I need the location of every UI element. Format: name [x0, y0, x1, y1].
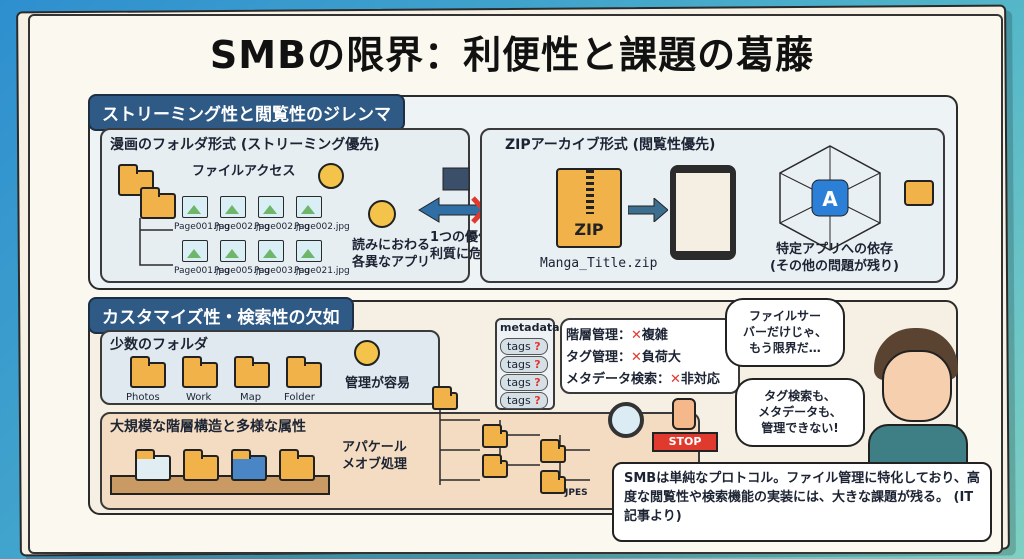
- page-image-icon: [258, 196, 284, 218]
- metadata-title: metadata: [500, 321, 560, 334]
- tablet-screen: [676, 173, 730, 251]
- page-image-icon: [258, 240, 284, 262]
- reader-caption: 読みにおわる 各異なアプリ: [352, 238, 431, 270]
- page-image-icon: [182, 240, 208, 262]
- zip-filename: Manga_Title.zip: [540, 256, 658, 271]
- confused-face-icon: [368, 200, 396, 228]
- app-network-diagram: A: [779, 145, 881, 251]
- page-image-icon: [220, 240, 246, 262]
- warning-folder-icon: [279, 449, 315, 481]
- summary-box: SMBは単純なプロトコル。ファイル管理に特化しており、高度な閲覧性や検索機能の実…: [612, 462, 992, 542]
- page-image-icon: [220, 196, 246, 218]
- speech-bubble-2: タグ検索も、 メタデータも、 管理できない!: [735, 378, 865, 447]
- section2-banner: カスタマイズ性・検索性の欠如: [88, 297, 354, 334]
- lock-icon: [904, 180, 934, 206]
- file-name: Page002.jpg: [214, 222, 270, 232]
- blue-folder-icon: [231, 449, 267, 481]
- magnifier-icon: [608, 402, 644, 438]
- folder-label: Work: [186, 392, 212, 403]
- file-name: Page021.jpg: [294, 266, 350, 276]
- tree-folder-icon: [482, 454, 508, 478]
- zipper-icon: [586, 170, 594, 214]
- zip-format-heading: ZIPアーカイブ形式 (閲覧性優先): [505, 137, 716, 153]
- image-folder-icon: [135, 449, 171, 481]
- file-access-label: ファイルアクセス: [192, 164, 296, 179]
- page-image-icon: [296, 196, 322, 218]
- tag-item: tags ?: [500, 356, 548, 373]
- smiley-icon: [354, 340, 380, 366]
- tag-item: tags ?: [500, 392, 548, 409]
- shirt: [868, 424, 968, 464]
- photos-folder-icon: [130, 356, 166, 388]
- file-name: Page001.jpg: [174, 222, 230, 232]
- folder-format-heading: 漫画のフォルダ形式 (ストリーミング優先): [110, 137, 380, 153]
- child-folder-icon: [140, 187, 176, 219]
- tree-folder-icon: [432, 386, 458, 410]
- section1-banner: ストリーミング性と閲覧性のジレンマ: [88, 94, 405, 131]
- page-image-icon: [182, 196, 208, 218]
- issues-box: [560, 318, 740, 394]
- zip-label: ZIP: [574, 220, 604, 239]
- worried-character-illustration: [860, 320, 980, 464]
- folder-label: Folder: [284, 392, 315, 403]
- arrow-right-icon: [628, 198, 668, 222]
- file-type-label: JPES: [565, 488, 588, 498]
- speech-bubble-1: ファイルサー バーだけじゃ、 もう限界だ…: [725, 298, 845, 367]
- stop-hand-icon: [672, 398, 696, 430]
- tree-folder-icon: [482, 424, 508, 448]
- tag-item: tags ?: [500, 374, 548, 391]
- work-folder-icon: [182, 356, 218, 388]
- page-image-icon: [296, 240, 322, 262]
- folder-label: Map: [240, 392, 262, 403]
- smiley-icon: [318, 163, 344, 189]
- tablet-icon: [670, 165, 736, 260]
- easy-caption: 管理が容易: [345, 376, 411, 391]
- dependency-caption: 特定アプリへの依存 (その他の問題が残り): [770, 242, 899, 274]
- file-name: Page001.jpg: [174, 266, 230, 276]
- tree-folder-icon: [540, 439, 566, 463]
- file-name: Page005.jpg: [214, 266, 270, 276]
- file-name: Page002.jpg: [254, 222, 310, 232]
- map-folder-icon: [234, 356, 270, 388]
- tree-folder-icon: [540, 470, 566, 494]
- zip-archive-icon: ZIP: [556, 168, 622, 248]
- settings-folder-icon: [183, 449, 219, 481]
- file-name: Page003.jpg: [254, 266, 310, 276]
- file-tree-lines: [139, 218, 173, 266]
- stop-sign: STOP: [652, 432, 718, 452]
- issue-metadata-search: メタデータ検索：✕非対応: [566, 372, 720, 387]
- large-structure-heading: 大規模な階層構造と多様な属性: [110, 419, 306, 435]
- issue-hierarchy: 階層管理：✕複雑: [566, 328, 668, 343]
- parent-folder-icon: [118, 164, 154, 196]
- few-folders-heading: 少数のフォルダ: [110, 337, 208, 353]
- page-title: SMBの限界：利便性と課題の葛藤: [209, 33, 815, 77]
- face: [882, 350, 952, 422]
- issue-tags: タグ管理：✕負荷大: [566, 350, 681, 365]
- tag-item: tags ?: [500, 338, 548, 355]
- file-name: Page002.jpg: [294, 222, 350, 232]
- apache-caption: アパケール メオブ処理: [342, 440, 408, 472]
- folder-icon: [286, 356, 322, 388]
- folder-label: Photos: [126, 392, 160, 403]
- svg-text:A: A: [822, 187, 838, 211]
